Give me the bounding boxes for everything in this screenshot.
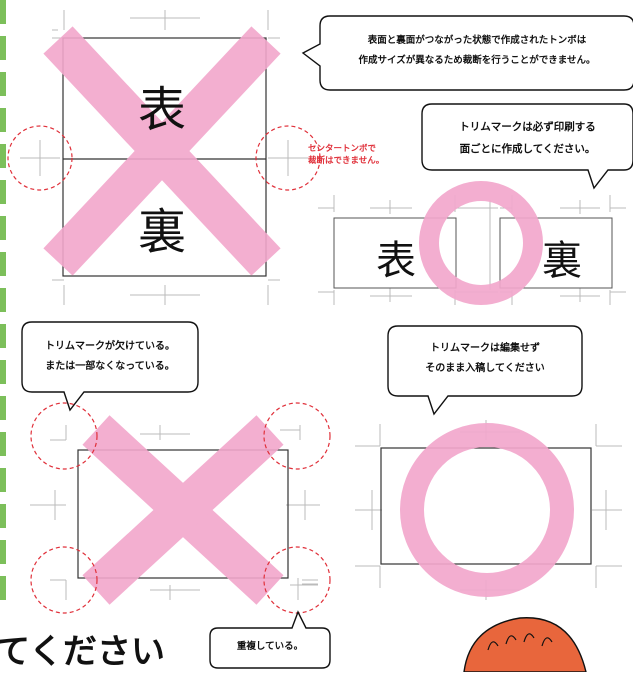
sidebar-stripe-segment bbox=[0, 108, 6, 132]
bubble-connected-line-1: 表面と裏面がつながった状態で作成されたトンボは bbox=[367, 35, 587, 46]
sidebar-stripe-segment bbox=[0, 144, 6, 168]
sidebar-stripe-segment bbox=[0, 36, 6, 60]
bubble-missing-line-2: または一部なくなっている。 bbox=[45, 361, 175, 372]
panel-do-not-edit bbox=[355, 325, 622, 600]
cross-x-icon bbox=[82, 415, 284, 605]
label-back-panel1: 裏 bbox=[138, 204, 187, 260]
bubble-connected-shape bbox=[301, 15, 633, 91]
sidebar-stripe-segment bbox=[0, 288, 6, 312]
cross-x-icon bbox=[43, 26, 281, 276]
sidebar-stripe-segment bbox=[0, 0, 6, 24]
card-outline-missing bbox=[77, 449, 289, 579]
label-front-panel1: 表 bbox=[138, 82, 187, 138]
dashed-ring-tl bbox=[30, 402, 98, 470]
sidebar-stripe-segment bbox=[0, 252, 6, 276]
bubble-overlap-shape bbox=[209, 610, 331, 669]
dashed-ring-bl bbox=[30, 546, 98, 614]
circle-o-icon bbox=[419, 181, 543, 305]
circle-o-icon bbox=[400, 423, 574, 597]
bubble-each-side-line-1: トリムマークは必ず印刷する bbox=[459, 121, 596, 133]
trim-marks-panel1 bbox=[52, 10, 280, 305]
character-hair-illustration bbox=[463, 617, 587, 672]
sidebar-stripe bbox=[0, 0, 6, 600]
dashed-ring-left bbox=[7, 125, 73, 191]
bubble-do-not-edit: トリムマークは編集せず そのまま入稿してください bbox=[388, 342, 582, 382]
bubble-connected: 表面と裏面がつながった状態で作成されたトンボは 作成サイズが異なるため裁断を行う… bbox=[320, 34, 633, 74]
dashed-ring-tr bbox=[263, 402, 331, 470]
sidebar-stripe-segment bbox=[0, 432, 6, 456]
sidebar-stripe-segment bbox=[0, 504, 6, 528]
bubble-missing-line-1: トリムマークが欠けている。 bbox=[45, 341, 175, 352]
sidebar-stripe-segment bbox=[0, 360, 6, 384]
panel-separate bbox=[318, 181, 626, 305]
bubble-do-not-edit-shape bbox=[387, 325, 583, 416]
bubble-do-not-edit-line-2: そのまま入稿してください bbox=[425, 363, 545, 374]
center-trim-note-line-1: センタートンボで bbox=[308, 144, 377, 154]
bubble-each-side-shape bbox=[421, 103, 633, 190]
panel-connected bbox=[7, 10, 321, 305]
sidebar-stripe-segment bbox=[0, 468, 6, 492]
center-trim-note-line-2: 裁断はできません。 bbox=[308, 156, 385, 166]
panel-missing bbox=[21, 321, 331, 669]
bubble-each-side: トリムマークは必ず印刷する 面ごとに作成してください。 bbox=[422, 120, 633, 160]
sidebar-stripe-segment bbox=[0, 576, 6, 600]
bubble-overlap-line-1: 重複している。 bbox=[236, 641, 304, 652]
card-outline-back bbox=[499, 217, 613, 289]
bubble-each-side-line-2: 面ごとに作成してください。 bbox=[459, 143, 596, 155]
center-trim-marks bbox=[20, 140, 308, 176]
card-outline-front bbox=[333, 217, 457, 289]
bubble-missing: トリムマークが欠けている。 または一部なくなっている。 bbox=[22, 340, 198, 380]
dashed-ring-right bbox=[255, 125, 321, 191]
label-back-panel2: 裏 bbox=[542, 238, 582, 284]
sidebar-stripe-segment bbox=[0, 180, 6, 204]
center-trim-note: センタートンボで 裁断はできません。 bbox=[308, 143, 384, 167]
sidebar-stripe-segment bbox=[0, 324, 6, 348]
bubble-missing-shape bbox=[21, 321, 199, 412]
sidebar-stripe-segment bbox=[0, 396, 6, 420]
sidebar-stripe-segment bbox=[0, 540, 6, 564]
card-outline-connected bbox=[62, 37, 267, 277]
page-heading-fragment: てください bbox=[0, 632, 165, 672]
card-outline-correct bbox=[380, 447, 592, 565]
label-front-panel2: 表 bbox=[376, 238, 416, 284]
sidebar-stripe-segment bbox=[0, 216, 6, 240]
trim-marks-panel3 bbox=[30, 425, 320, 600]
bubble-overlap: 重複している。 bbox=[210, 640, 330, 660]
bubble-do-not-edit-line-1: トリムマークは編集せず bbox=[430, 343, 540, 354]
sidebar-stripe-segment bbox=[0, 72, 6, 96]
bubble-connected-line-2: 作成サイズが異なるため裁断を行うことができません。 bbox=[358, 55, 596, 66]
